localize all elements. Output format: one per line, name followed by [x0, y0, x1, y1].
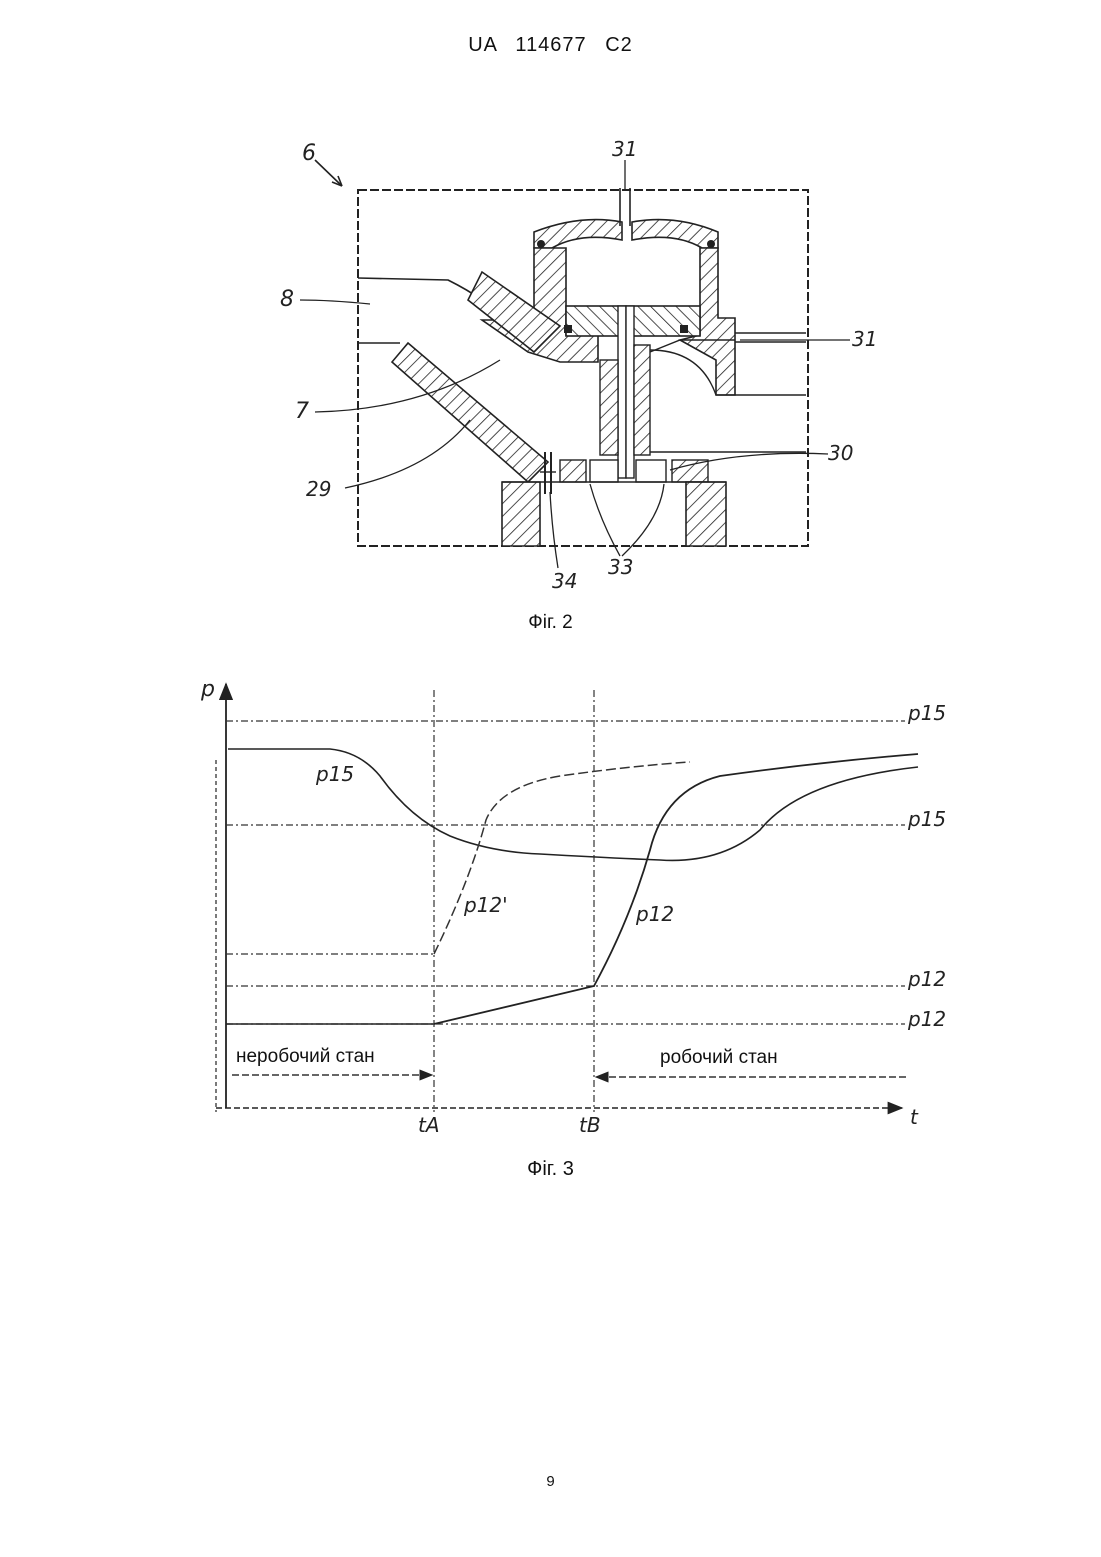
figure-2-caption: Фіг. 2: [0, 612, 1101, 634]
level-label-p15-mid: p15: [907, 807, 946, 831]
label-33: 33: [608, 555, 633, 579]
valve-seat-right: [686, 482, 726, 546]
piston-rod: [618, 306, 626, 478]
cylinder-cap: [534, 220, 622, 248]
y-axis-label: p: [200, 677, 215, 702]
label-31-top: 31: [612, 137, 637, 161]
label-8: 8: [280, 287, 294, 312]
page-number: 9: [0, 1473, 1101, 1490]
level-label-p12-upper: p12: [907, 967, 946, 991]
label-29: 29: [306, 477, 331, 501]
label-30: 30: [828, 441, 853, 465]
inlet-lower-wall-29: [392, 343, 548, 482]
tick-tA: tA: [418, 1113, 440, 1137]
label-34: 34: [552, 569, 577, 593]
figure-3-caption: Фіг. 3: [0, 1158, 1101, 1181]
level-label-p12-lower: p12: [907, 1007, 946, 1031]
figure-2-diagram: 6 31 8 31 7 30 29 34 33: [0, 120, 1101, 600]
working-state-label: робочий стан: [660, 1047, 778, 1068]
curve-label-p12: p12: [635, 902, 674, 926]
label-7: 7: [295, 399, 309, 424]
curve-label-p15: p15: [315, 762, 354, 786]
curve-label-p12-dashed: p12': [463, 893, 508, 917]
cylinder-cap-right: [632, 220, 718, 248]
level-label-p15-top: p15: [907, 701, 946, 725]
tick-tB: tB: [579, 1113, 601, 1137]
figure-3-graph: p t tA tB p15 p15 p12 p12 p15 p12' p12 н…: [0, 670, 1101, 1150]
valve-seat-left: [502, 482, 540, 546]
idle-state-label: неробочий стан: [236, 1046, 375, 1067]
document-header: UA 114677 C2: [0, 34, 1101, 57]
x-axis-label: t: [910, 1105, 919, 1129]
label-6: 6: [302, 141, 316, 166]
label-31-right: 31: [852, 327, 877, 351]
